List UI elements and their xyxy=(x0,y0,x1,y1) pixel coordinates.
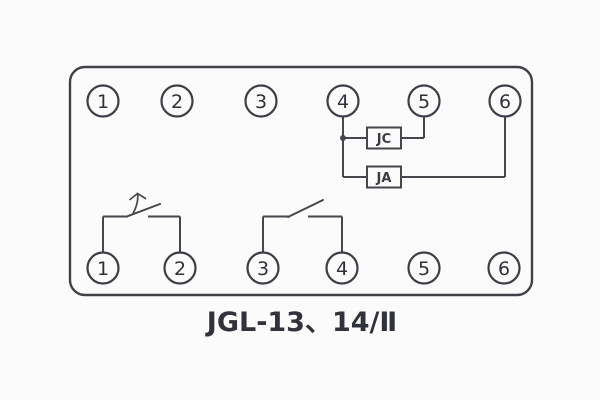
terminal-bottom-1: 1 xyxy=(86,251,120,285)
component-jc-label: JC xyxy=(376,132,391,147)
terminal-number: 1 xyxy=(97,258,109,280)
arrow-icon xyxy=(129,192,147,215)
terminal-circle xyxy=(326,84,360,118)
junction-dot xyxy=(340,135,346,141)
terminal-bottom-5: 5 xyxy=(407,251,441,285)
terminal-bottom-2: 2 xyxy=(163,251,197,285)
diagram-title: JGL-13、14/Ⅱ xyxy=(205,307,397,338)
terminal-number: 5 xyxy=(418,258,430,280)
terminal-circle xyxy=(86,84,120,118)
terminal-top-2: 2 xyxy=(160,84,194,118)
contact-blade xyxy=(287,199,324,218)
terminal-bottom-6: 6 xyxy=(487,251,521,285)
terminal-number: 2 xyxy=(171,91,183,113)
terminal-number: 6 xyxy=(498,258,510,280)
terminal-bottom-3: 3 xyxy=(246,251,280,285)
terminal-top-6: 6 xyxy=(488,84,522,118)
terminal-number: 6 xyxy=(499,91,511,113)
terminal-number: 1 xyxy=(97,91,109,113)
terminal-circle xyxy=(244,84,278,118)
component-jc: JC xyxy=(366,126,402,150)
component-jc-box xyxy=(366,126,402,150)
terminal-number: 4 xyxy=(336,258,348,280)
terminal-bottom-4: 4 xyxy=(325,251,359,285)
terminal-circle xyxy=(407,84,441,118)
terminal-number: 3 xyxy=(257,258,269,280)
terminal-top-3: 3 xyxy=(244,84,278,118)
contact-1-2 xyxy=(102,192,181,253)
terminal-circle xyxy=(163,251,197,285)
terminal-row-bottom: 1 2 3 4 5 6 xyxy=(86,251,521,285)
terminal-circle xyxy=(325,251,359,285)
terminal-row-top: 1 2 3 4 5 6 xyxy=(86,84,522,118)
contact-3-4 xyxy=(262,199,343,253)
component-ja: JA xyxy=(366,165,402,189)
terminal-top-4: 4 xyxy=(326,84,360,118)
component-ja-box xyxy=(366,165,402,189)
terminal-top-5: 5 xyxy=(407,84,441,118)
terminal-circle xyxy=(160,84,194,118)
wiring-top-section: JC JA xyxy=(340,116,506,189)
terminal-circle xyxy=(407,251,441,285)
relay-outline xyxy=(68,65,534,297)
terminal-circle xyxy=(487,251,521,285)
component-ja-label: JA xyxy=(376,171,392,186)
terminal-circle xyxy=(488,84,522,118)
terminal-number: 5 xyxy=(418,91,430,113)
terminal-number: 3 xyxy=(255,91,267,113)
contact-blade xyxy=(126,203,161,218)
terminal-number: 4 xyxy=(337,91,349,113)
terminal-number: 2 xyxy=(174,258,186,280)
terminal-circle xyxy=(86,251,120,285)
terminal-top-1: 1 xyxy=(86,84,120,118)
terminal-circle xyxy=(246,251,280,285)
